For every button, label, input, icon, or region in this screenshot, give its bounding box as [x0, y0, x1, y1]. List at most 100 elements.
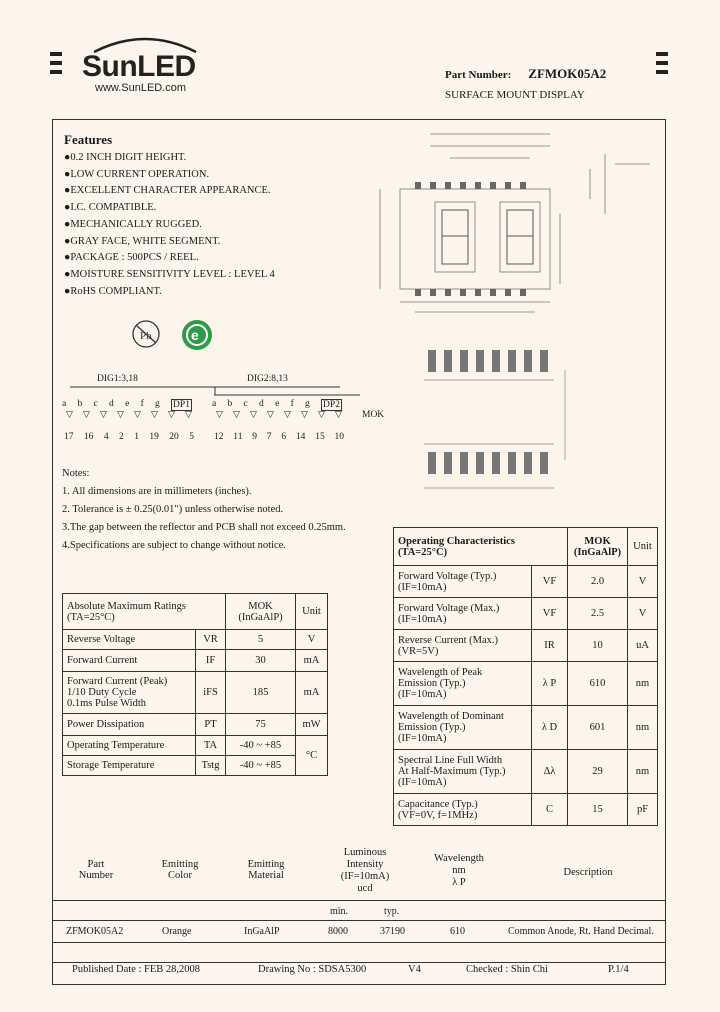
diode-icon: ▽ [318, 409, 325, 419]
param-line: Forward Current (Peak) [67, 676, 168, 687]
param-line: Emission (Typ.) [398, 722, 466, 733]
segment-label: a [62, 399, 67, 409]
sel-typ-value: 37190 [380, 926, 405, 937]
param: Reverse Voltage [62, 629, 196, 650]
sel-header-line: Color [168, 870, 192, 881]
value: 610 [567, 661, 628, 706]
svg-text:Pb: Pb [140, 330, 152, 342]
param: Capacitance (Typ.)(VF=0V, f=1MHz) [393, 793, 532, 826]
rohs-green-icon: e [182, 320, 212, 350]
doc-subtitle: SURFACE MOUNT DISPLAY [445, 89, 585, 101]
param: Reverse Current (Max.)(VR=5V) [393, 629, 532, 662]
op-char-table: Operating Characteristics (TA=25°C) MOK … [393, 527, 658, 826]
features-title: Features [64, 132, 113, 147]
value: 30 [225, 649, 296, 672]
value: 15 [567, 793, 628, 826]
dig1-segments: a b c d e f g DP1 [62, 399, 192, 411]
segment-label: d [109, 399, 114, 409]
diode-icon: ▽ [66, 409, 73, 419]
note-item: 4.Specifications are subject to change w… [62, 540, 286, 551]
op-char-col-line2: (InGaAlP) [573, 546, 622, 558]
circuit-diagram-right [214, 386, 340, 388]
feature-item: ●LOW CURRENT OPERATION. [64, 168, 210, 180]
dig1-label: DIG1:3,18 [97, 374, 138, 384]
param-line: Wavelength of Dominant [398, 711, 504, 722]
diode-icon: ▽ [233, 409, 240, 419]
abs-max-unit-header: Unit [295, 593, 328, 630]
diode-icon: ▽ [284, 409, 291, 419]
diode-row-2: ▽▽ ▽▽ ▽▽ ▽▽ [216, 409, 342, 420]
version: V4 [408, 964, 421, 975]
pad-layout-drawing [424, 350, 566, 489]
param-line: Forward Voltage (Typ.) [398, 570, 497, 582]
pin-number: 10 [334, 432, 344, 442]
table-row: Forward Voltage (Typ.)(IF=10mA) VF 2.0 V [393, 565, 658, 598]
feature-item: ●RoHS COMPLIANT. [64, 285, 162, 297]
note-item: 3.The gap between the reflector and PCB … [62, 522, 346, 533]
pin-number: 9 [252, 432, 257, 442]
diode-icon: ▽ [185, 409, 192, 419]
sel-header-line: Luminous [343, 847, 387, 858]
unit: mA [295, 649, 328, 672]
param-line: At Half-Maximum (Typ.) [398, 766, 506, 777]
circuit-mok-label: MOK [362, 410, 385, 420]
param: Forward Voltage (Max.)(IF=10mA) [393, 597, 532, 630]
table-row: Capacitance (Typ.)(VF=0V, f=1MHz) C 15 p… [393, 793, 658, 826]
param-line: Spectral Line Full Width [398, 755, 503, 766]
unit: uA [627, 629, 658, 662]
logo-url: www.SunLED.com [95, 82, 187, 94]
param-line: (VF=0V, f=1MHz) [398, 809, 478, 821]
pin-number: 5 [189, 432, 194, 442]
diode-icon: ▽ [301, 409, 308, 419]
diode-icon: ▽ [168, 409, 175, 419]
sel-typ: typ. [384, 906, 400, 917]
abs-max-col-line2: (InGaAlP) [238, 611, 283, 623]
logo-arc-icon [93, 37, 197, 54]
op-char-unit-header: Unit [627, 527, 658, 566]
abs-max-table: Absolute Maximum Ratings (TA=25°C) MOK (… [62, 593, 328, 776]
segment-label: d [259, 399, 264, 409]
table-row: Reverse Voltage VR 5 V [62, 629, 328, 650]
pin-number: 17 [64, 432, 74, 442]
diode-row-1: ▽▽ ▽▽ ▽▽ ▽▽ [66, 409, 192, 420]
pin-number: 16 [83, 432, 94, 442]
footer-top-line [52, 962, 666, 963]
segment-label: b [77, 399, 83, 409]
unit: nm [627, 749, 658, 794]
abs-max-title: Absolute Maximum Ratings (TA=25°C) [62, 593, 226, 630]
op-char-title-line2: (TA=25°C) [398, 546, 448, 558]
abs-max-title-line1: Absolute Maximum Ratings [67, 600, 186, 612]
sel-description-header: Description [563, 867, 613, 878]
sel-part: ZFMOK05A2 [66, 926, 124, 937]
symbol: IF [195, 649, 226, 672]
diode-icon: ▽ [134, 409, 141, 419]
param-line: 1/10 Duty Cycle [67, 687, 137, 698]
op-char-title: Operating Characteristics (TA=25°C) [393, 527, 568, 566]
symbol: iFS [195, 671, 226, 714]
segment-label: e [275, 399, 280, 409]
op-char-title-line1: Operating Characteristics [398, 535, 515, 547]
left-margin-bars [50, 52, 62, 74]
features-list: ●0.2 INCH DIGIT HEIGHT. ●LOW CURRENT OPE… [64, 150, 275, 300]
value: 2.5 [567, 597, 628, 630]
value: 29 [567, 749, 628, 794]
op-char-col-line1: MOK [584, 535, 611, 547]
table-row: Forward Current IF 30 mA [62, 649, 328, 672]
sel-min: min. [330, 906, 349, 917]
pin-number: 12 [214, 432, 224, 442]
param-line: (IF=10mA) [398, 581, 447, 593]
diode-icon: ▽ [151, 409, 158, 419]
segment-label: g [155, 399, 160, 409]
diode-icon: ▽ [100, 409, 107, 419]
pin-number: 14 [295, 432, 306, 442]
symbol: TA [195, 735, 226, 756]
feature-item: ●I.C. COMPATIBLE. [64, 202, 157, 214]
sel-header-line: Intensity [346, 859, 384, 870]
notes-title: Notes: [62, 468, 90, 479]
dig2-segments: a b c d e f g DP2 [212, 399, 342, 411]
table-row: Forward Current (Peak) 1/10 Duty Cycle 0… [62, 671, 328, 714]
